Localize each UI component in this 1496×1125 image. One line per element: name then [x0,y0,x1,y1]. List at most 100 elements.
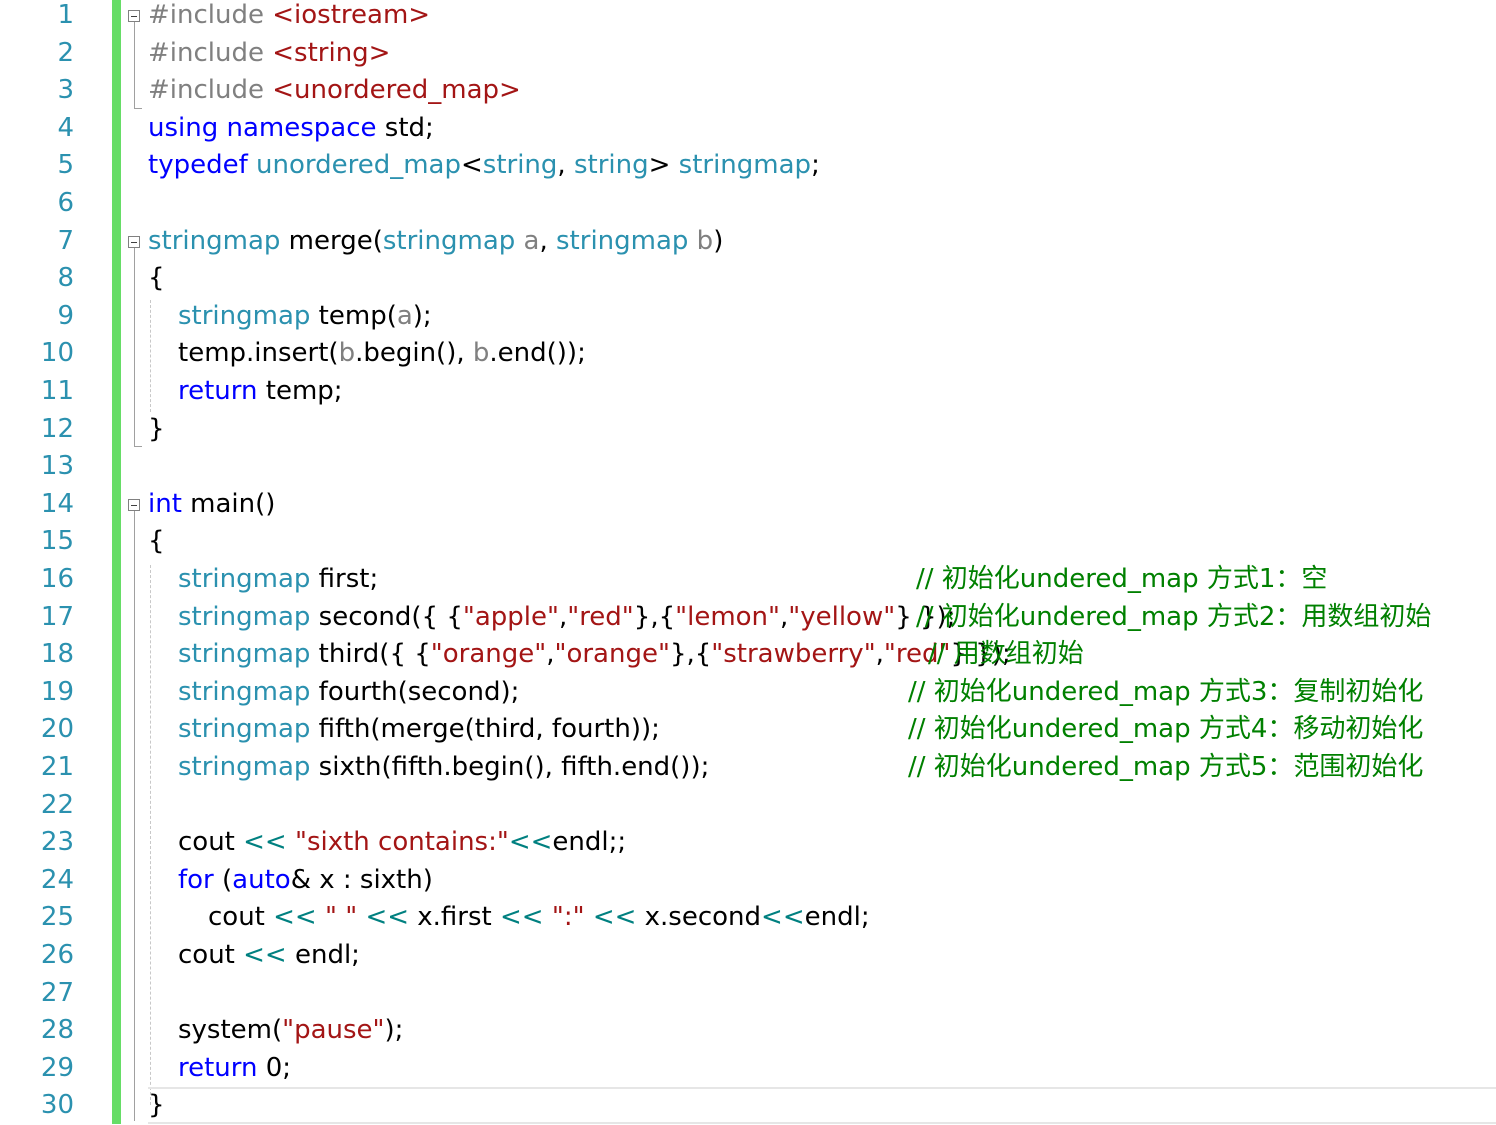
line-number: 23 [40,827,74,858]
type-name: string [482,150,558,181]
keyword: auto [232,864,291,895]
code-line-25[interactable]: cout << " " << x.first << ":" << x.secon… [208,899,870,937]
collapse-toggle-icon[interactable] [128,236,140,248]
line-number: 26 [40,940,74,970]
code-line-8[interactable]: { [148,260,165,298]
code-text: } [148,413,165,444]
code-line-17[interactable]: stringmap second({ {"apple","red"},{"lem… [178,599,955,637]
code-comment: // 初始化undered_map 方式4：移动初始化 [908,714,1424,745]
line-number: 19 [40,676,74,707]
code-line-29[interactable]: return 0; [178,1050,291,1088]
line-number: 30 [40,1090,74,1121]
code-text: temp( [310,300,397,331]
type-name: stringmap [556,225,689,256]
indent-guide [150,300,151,412]
line-number: 3 [57,75,74,106]
code-text [585,902,593,932]
code-line-15[interactable]: { [148,523,165,561]
line-number: 7 [57,225,74,256]
code-text: second({ { [310,601,463,632]
code-text: fourth(second); [310,676,520,707]
code-text: , [539,225,557,256]
string-literal: "sixth contains:" [294,827,509,858]
code-line-2[interactable]: #include <string> [148,35,390,73]
code-text: } }); [895,601,956,632]
code-line-26[interactable]: cout << endl; [178,937,360,975]
preprocessor-directive: #include [148,37,273,68]
preprocessor-directive: #include [148,75,273,106]
code-line-10[interactable]: temp.insert(b.begin(), b.end()); [178,335,586,373]
line-number: 6 [57,188,74,218]
line-number: 12 [40,413,74,444]
type-name: stringmap [178,676,311,707]
string-literal: ":" [551,902,585,933]
code-text [544,902,552,932]
keyword: return [178,1052,258,1083]
code-line-4[interactable]: using namespace std; [148,110,434,148]
code-line-18[interactable]: stringmap third({ {"orange","orange"},{"… [178,636,1011,674]
include-path: <string> [272,37,391,68]
code-line-3[interactable]: #include <unordered_map> [148,72,521,110]
code-text: system( [178,1015,283,1046]
code-comment: // 用数组初始 [928,639,1084,670]
code-line-30[interactable]: } [148,1087,165,1125]
code-text: endl;; [552,827,627,858]
code-text: { [148,263,165,294]
line-number: 21 [40,752,74,782]
type-name: stringmap [178,714,311,745]
code-line-14[interactable]: int main() [148,486,275,524]
string-literal: "red" [567,601,634,632]
code-text: endl; [286,940,360,970]
change-tracking-bar [112,0,121,1124]
type-name: stringmap [178,601,311,632]
code-comment: // 初始化undered_map 方式2：用数组初始 [916,601,1432,632]
line-number: 22 [40,789,74,820]
line-number: 29 [40,1052,74,1083]
code-line-28[interactable]: system("pause"); [178,1012,403,1050]
line-number: 28 [40,1015,74,1046]
code-line-16[interactable]: stringmap first; [178,561,378,599]
operator: << [761,902,805,933]
code-text: , [780,601,789,632]
line-number: 16 [40,564,74,594]
code-text: cout [208,902,274,933]
code-line-11[interactable]: return temp; [178,373,343,411]
code-line-1[interactable]: #include <iostream> [148,0,430,35]
line-number: 11 [40,376,74,406]
code-text: } }); [950,639,1011,670]
fold-end-marker [134,446,142,447]
code-line-9[interactable]: stringmap temp(a); [178,298,432,336]
string-literal: "lemon" [675,601,780,632]
type-name: stringmap [178,300,311,331]
keyword: int [148,488,182,519]
collapse-toggle-icon[interactable] [128,10,140,22]
code-line-21[interactable]: stringmap sixth(fifth.begin(), fifth.end… [178,749,709,787]
indent-guide [150,565,151,1105]
code-comment: // 初始化undered_map 方式1：空 [916,564,1328,594]
line-number: 14 [40,488,74,519]
code-line-5[interactable]: typedef unordered_map<string, string> st… [148,147,820,185]
code-line-23[interactable]: cout << "sixth contains:"<<endl;; [178,824,626,862]
parameter-name: b [338,338,356,369]
code-line-12[interactable]: } [148,411,165,449]
code-line-19[interactable]: stringmap fourth(second); [178,674,519,712]
keyword: typedef [148,150,248,181]
code-text: & x : sixth) [290,864,433,895]
operator: << [273,902,317,933]
string-literal: "orange" [430,639,547,670]
code-line-24[interactable]: for (auto& x : sixth) [178,862,433,900]
code-text: , [875,639,884,670]
code-line-7[interactable]: stringmap merge(stringmap a, stringmap b… [148,223,723,261]
code-text: first; [310,564,379,594]
code-line-20[interactable]: stringmap fifth(merge(third, fourth)); [178,711,660,749]
code-text: ); [412,300,432,331]
collapse-toggle-icon[interactable] [128,499,140,511]
type-name: stringmap [178,564,311,594]
parameter-name: a [396,300,413,331]
line-number: 4 [57,112,74,143]
parameter-name: a [515,225,540,256]
parameter-name: b [688,225,714,256]
code-text: 0; [257,1052,292,1083]
